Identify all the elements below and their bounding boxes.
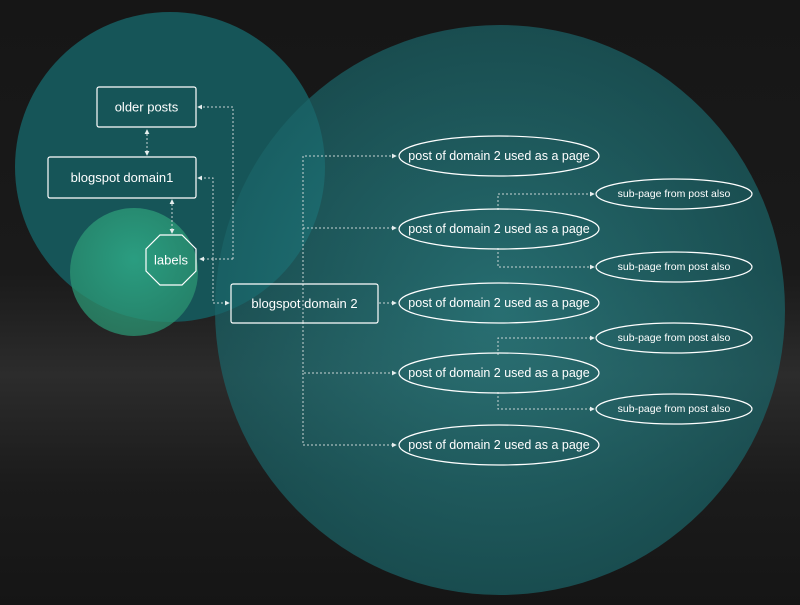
labels-label: labels <box>154 253 188 268</box>
labels-node: labels <box>145 234 197 286</box>
blogspot-domain1-node: blogspot domain1 <box>47 156 197 199</box>
subpage-label: sub-page from post also <box>618 403 731 415</box>
labels-circle <box>70 208 198 336</box>
subpage-node: sub-page from post also <box>595 251 753 283</box>
subpage-node: sub-page from post also <box>595 322 753 354</box>
connector-sub3 <box>497 335 595 355</box>
post-node: post of domain 2 used as a page <box>398 135 600 177</box>
post-label: post of domain 2 used as a page <box>408 438 589 452</box>
post-node: post of domain 2 used as a page <box>398 424 600 466</box>
connector-post1 <box>302 153 397 322</box>
subpage-label: sub-page from post also <box>618 188 731 200</box>
connector-post4 <box>302 322 397 376</box>
subpage-label: sub-page from post also <box>618 261 731 273</box>
post-label: post of domain 2 used as a page <box>408 222 589 236</box>
connector-sub1 <box>497 191 595 210</box>
post-node: post of domain 2 used as a page <box>398 282 600 324</box>
connector-labels-domain1 <box>197 175 214 259</box>
subpage-label: sub-page from post also <box>618 332 731 344</box>
subpage-node: sub-page from post also <box>595 178 753 210</box>
domain2-circle <box>215 25 785 595</box>
subpage-node: sub-page from post also <box>595 393 753 425</box>
post-node: post of domain 2 used as a page <box>398 352 600 394</box>
post-label: post of domain 2 used as a page <box>408 149 589 163</box>
older-posts-node: older posts <box>96 86 197 128</box>
connector-labels-domain2 <box>212 259 230 306</box>
blogspot-domain2-label: blogspot domain 2 <box>251 296 357 311</box>
post-label: post of domain 2 used as a page <box>408 366 589 380</box>
blogspot-domain2-node: blogspot domain 2 <box>230 283 379 324</box>
post-label: post of domain 2 used as a page <box>408 296 589 310</box>
blogspot-domain1-label: blogspot domain1 <box>71 170 174 185</box>
connector-labels-older <box>197 104 234 259</box>
connector-sub4 <box>497 392 595 412</box>
connector-post5 <box>302 373 397 448</box>
post-node: post of domain 2 used as a page <box>398 208 600 250</box>
older-posts-label: older posts <box>115 100 179 115</box>
